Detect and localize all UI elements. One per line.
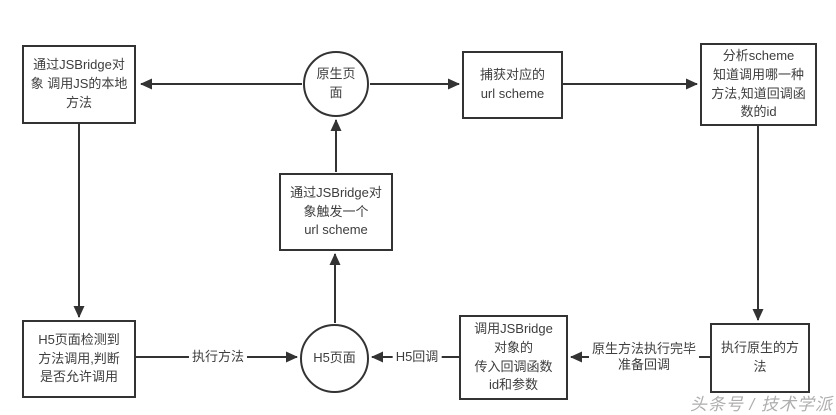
node-trigger-url-scheme: 通过JSBridge对 象触发一个 url scheme: [279, 173, 393, 251]
node-capture-url-scheme: 捕获对应的 url scheme: [462, 51, 563, 119]
watermark-toutiao: 头条号 / 技术学派: [689, 395, 833, 414]
node-native-page: 原生页 面: [303, 51, 369, 117]
edge-label-h5-callback: H5回调: [392, 347, 442, 367]
edge-label-exec-method: 执行方法: [188, 347, 248, 367]
edge-label-native-done: 原生方法执行完毕 准备回调: [588, 339, 700, 375]
node-h5-detect-call: H5页面检测到 方法调用,判断 是否允许调用: [22, 320, 136, 398]
node-call-jsbridge-callback: 调用JSBridge 对象的 传入回调函数 id和参数: [459, 315, 568, 400]
node-analyze-scheme: 分析scheme 知道调用哪一种 方法,知道回调函 数的id: [700, 43, 817, 126]
node-h5-page: H5页面: [300, 324, 369, 393]
node-call-js-local-method: 通过JSBridge对 象 调用JS的本地 方法: [22, 45, 136, 124]
node-exec-native-method: 执行原生的方 法: [710, 323, 810, 393]
